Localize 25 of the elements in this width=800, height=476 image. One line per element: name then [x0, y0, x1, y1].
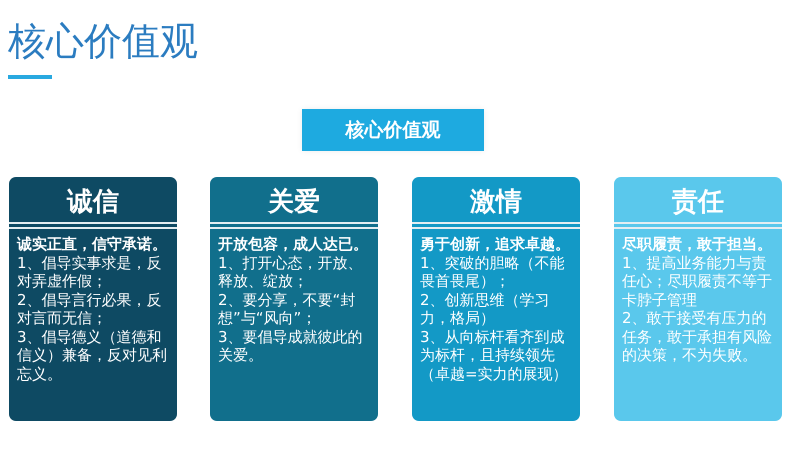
card-heading: 关爱	[266, 186, 321, 218]
list-item: 3、要倡导成就彼此的关爱。	[218, 328, 364, 364]
heading-box: 核心价值观	[302, 109, 484, 151]
value-card	[412, 177, 580, 421]
list-item: 3、从向标杆看齐到成为标杆，且持续领先（卓越=实力的展现）	[420, 328, 569, 383]
list-item: 2、要分享，不要“封想”与“风向”；	[218, 290, 356, 328]
list-item: 1、突破的胆略（不能畏首畏尾）；	[420, 254, 566, 290]
value-statement: 尽职履责，敢于担当。	[622, 235, 773, 254]
value-card	[210, 177, 378, 421]
card-heading: 责任	[671, 186, 725, 218]
value-statement: 诚实正直，信守承诺。	[17, 235, 168, 254]
value-statement: 开放包容，成人达已。	[218, 235, 369, 254]
list-item: 3、倡导德义（道德和信义）兼备，反对见利忘义。	[17, 328, 168, 383]
card-heading: 激情	[468, 186, 523, 218]
page-title: 核心价值观	[8, 18, 198, 65]
list-item: 2、敢于接受有压力的任务，敢于承担有风险的决策，不为失败。	[622, 309, 773, 364]
list-item: 1、倡导实事求是，反对弄虚作假；	[17, 254, 163, 290]
card-heading: 诚信	[66, 186, 120, 218]
list-item: 1、提高业务能力与责任心；尽职履责不等于卡脖子管理	[622, 254, 773, 309]
list-item: 2、倡导言行必果，反对言而无信；	[17, 290, 163, 328]
value-statement: 勇于创新，追求卓越。	[420, 235, 571, 254]
list-item: 1、打开心态，开放、释放、绽放；	[218, 254, 364, 290]
value-card	[614, 177, 782, 421]
list-item: 2、创新思维（学习力，格局）	[420, 290, 551, 328]
value-card	[9, 177, 177, 421]
